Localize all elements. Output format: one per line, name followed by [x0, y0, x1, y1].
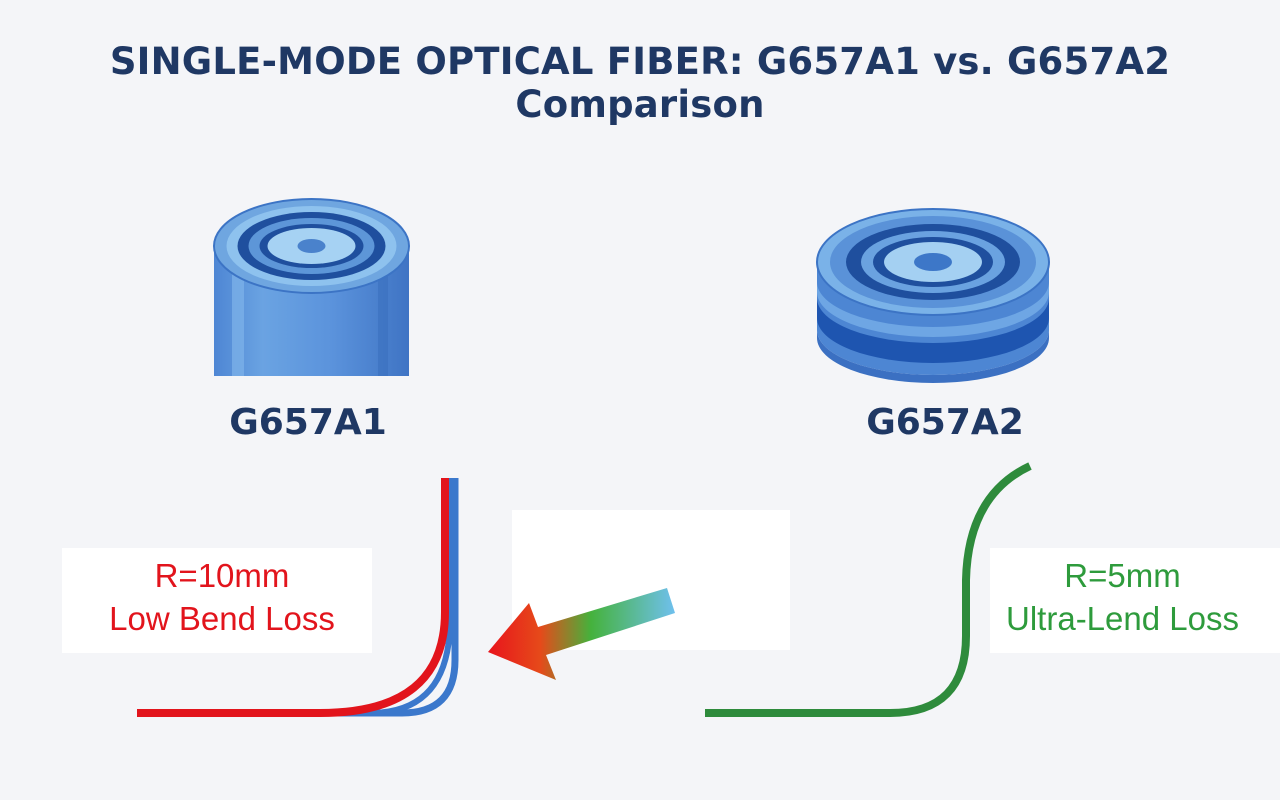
fiber-label-g657a2: G657A2: [866, 402, 1024, 443]
bend-radius-g657a2: R=5mm: [1064, 557, 1181, 594]
fiber-bend-curve-a1: [137, 478, 449, 717]
bend-radius-g657a1: R=10mm: [154, 557, 290, 594]
bend-spec-g657a2: R=5mm Ultra-Lend Loss: [970, 554, 1275, 640]
fiber-label-g657a1: G657A1: [229, 402, 387, 443]
fiber-bend-blue-outer: [330, 478, 459, 717]
left-text-panel: [62, 548, 372, 653]
right-text-panel: [990, 548, 1280, 653]
disc-cross-section-icon: [816, 208, 1050, 383]
page-title: SINGLE-MODE OPTICAL FIBER: G657A1 vs. G6…: [109, 40, 1171, 126]
bend-loss-g657a2: Ultra-Lend Loss: [1006, 600, 1239, 637]
gradient-arrow-icon: [488, 588, 675, 680]
fiber-bend-curve-a2: [705, 462, 1032, 717]
bend-spec-g657a1: R=10mm Low Bend Loss: [62, 554, 382, 640]
cylinder-cross-section-icon: [213, 198, 410, 376]
bend-loss-g657a1: Low Bend Loss: [109, 600, 335, 637]
fiber-bend-blue-inner: [369, 478, 453, 716]
